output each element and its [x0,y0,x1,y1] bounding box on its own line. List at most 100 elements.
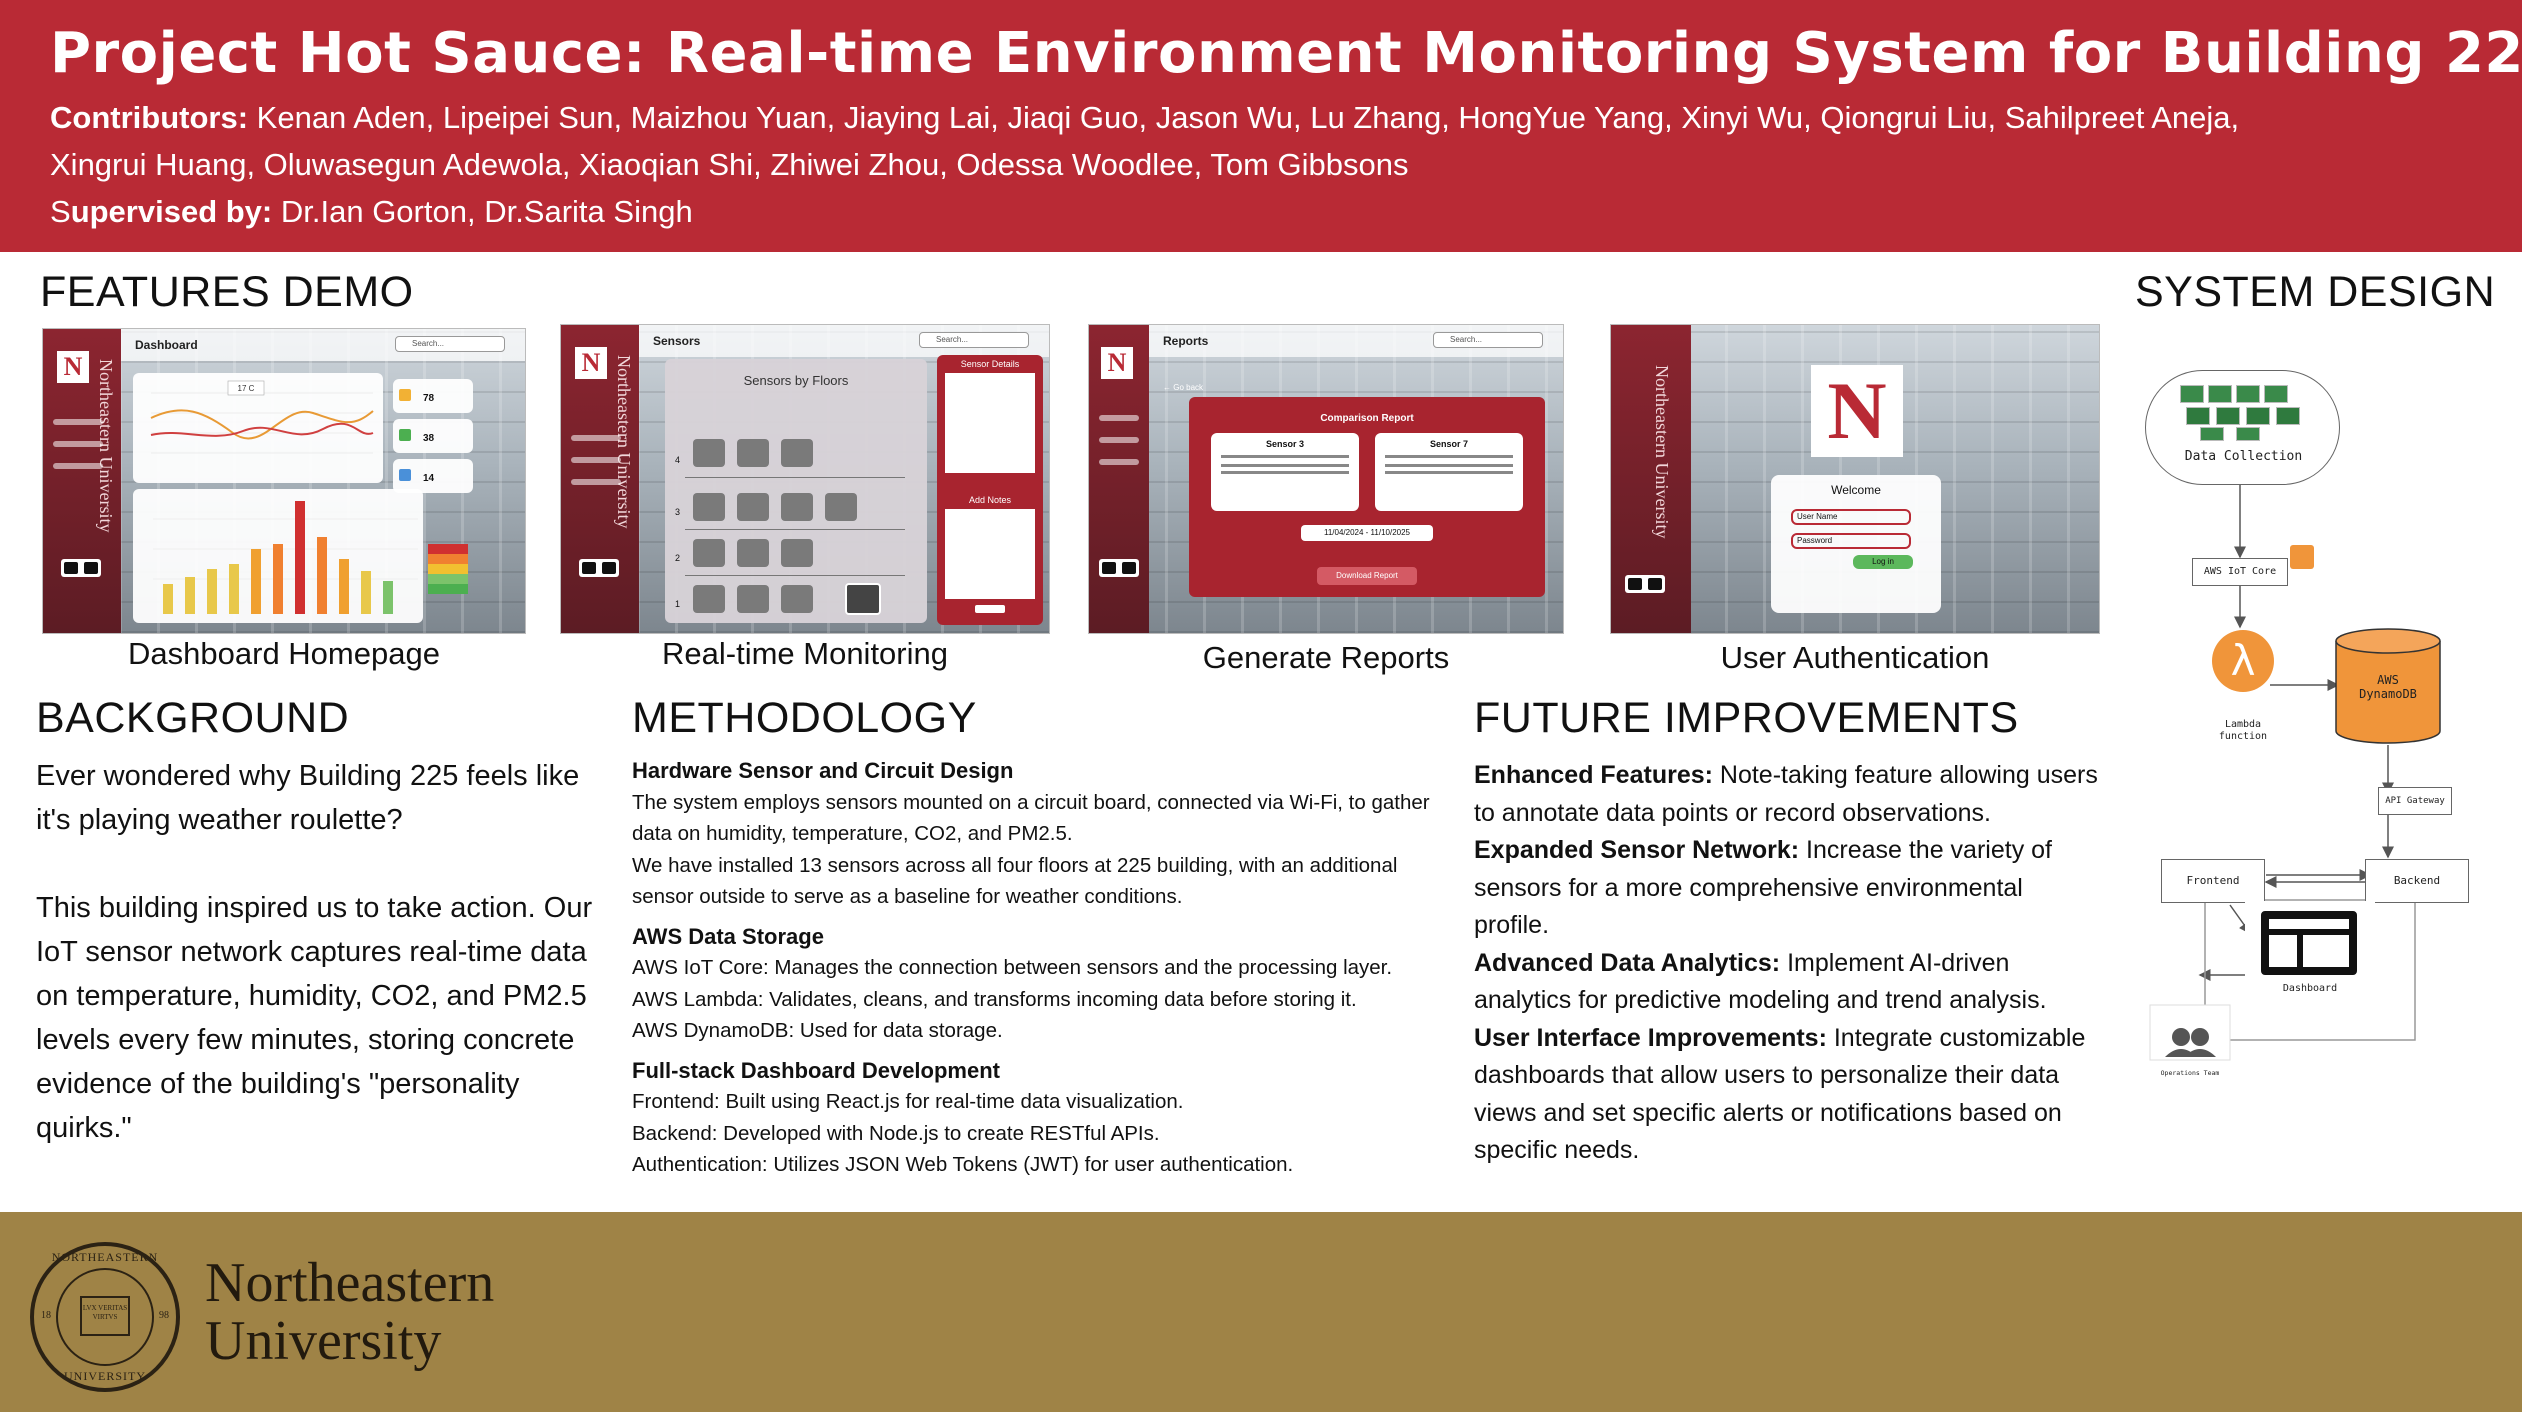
back-label: Go back [1173,383,1204,392]
add-notes-title: Add Notes [968,495,1012,505]
operations-team-label: Operations Team [2160,1069,2220,1077]
sensor-tile[interactable] [737,493,769,521]
background-text: Ever wondered why Building 225 feels lik… [36,754,596,1150]
api-gateway-box: API Gateway [2378,787,2452,815]
contributors-line-2: Xingrui Huang, Oluwasegun Adewola, Xiaoq… [50,147,1409,182]
sensor-b-title: Sensor 7 [1429,439,1469,449]
sensor-a-card: Sensor 3 [1211,433,1359,511]
theme-toggle-icon [1625,575,1665,593]
password-input[interactable]: Password [1791,533,1911,549]
background-heading: BACKGROUND [36,694,350,742]
stat-value-3: 14 [423,473,435,484]
sensor-b-card: Sensor 7 [1375,433,1523,511]
sensor-boards-icon [2180,385,2308,443]
university-name-line-2: University [205,1310,442,1372]
app-topbar: Sensors Search... [639,325,1049,357]
future-item-3-text: Implement AI-driven analytics for predic… [1474,948,2047,1015]
floor-label-4: 4 [675,455,681,465]
caption-dashboard: Dashboard Homepage [128,636,440,671]
methodology-aws-iot: AWS IoT Core: Manages the connection bet… [632,956,1393,979]
caption-reports: Generate Reports [1202,640,1450,675]
sensors-panel-title: Sensors by Floors [743,373,849,388]
sensor-tile-selected[interactable] [845,583,881,615]
search-input[interactable]: Search... [1433,332,1543,348]
methodology-aws-lambda: AWS Lambda: Validates, cleans, and trans… [632,987,1357,1011]
lambda-label-1: Lambda [2224,719,2262,730]
login-button[interactable]: Log in [1853,555,1913,569]
northeastern-logo-icon: N [575,347,607,379]
date-range-picker[interactable]: 11/04/2024 - 11/10/2025 [1301,525,1433,541]
notes-textarea[interactable] [945,509,1035,599]
supervised-label: upervised by: [70,194,273,229]
methodology-backend: Backend: Developed with Node.js to creat… [632,1121,1160,1145]
supervisors-line: Supervised by: Dr.Ian Gorton, Dr.Sarita … [50,188,2472,235]
future-heading: FUTURE IMPROVEMENTS [1474,694,2019,742]
aqi-legend [428,544,518,604]
lambda-label-2: function [2218,731,2268,742]
future-item-2-text: Increase the variety of sensors for a mo… [1474,836,2052,939]
report-title: Comparison Report [1320,413,1414,424]
bar-chart-graphic [153,501,418,614]
save-note-button[interactable] [975,605,1005,613]
sensor-tile[interactable] [781,585,813,613]
system-design-connectors [2149,480,2416,1061]
methodology-aws-dynamodb: AWS DynamoDB: Used for data storage. [632,1019,1003,1042]
seal-year-left: 18 [41,1310,51,1321]
system-design-heading: SYSTEM DESIGN [2135,268,2496,316]
download-report-button[interactable]: Download Report [1317,567,1417,585]
welcome-text: Welcome [1831,483,1881,497]
data-collection-label: Data Collection [2184,449,2303,464]
screen-title: Dashboard [135,338,198,352]
stat-card-2: 38 [393,419,473,453]
seal-top-text: NORTHEASTERN [51,1250,159,1264]
sensor-tile[interactable] [693,585,725,613]
sensor-tile[interactable] [781,493,813,521]
stat-value-2: 38 [423,433,435,444]
dynamodb-label-1: AWS [2377,673,2399,687]
features-heading: FEATURES DEMO [40,268,414,316]
caption-monitoring: Real-time Monitoring [662,636,948,671]
app-topbar: Dashboard Search... [121,329,525,361]
sensor-tile[interactable] [693,539,725,567]
back-link[interactable]: ← Go back [1163,383,1204,392]
university-name-line-1: Northeastern [205,1252,495,1314]
bar-chart-panel [133,489,423,623]
sensor-tile[interactable] [781,539,813,567]
sensor-tile[interactable] [693,493,725,521]
caption-auth: User Authentication [1720,640,1990,675]
floor-label-3: 3 [675,507,681,517]
sensors-by-floors-panel: Sensors by Floors 4 3 2 1 [665,359,927,623]
dynamodb-label-2: DynamoDB [2359,687,2417,701]
login-screenshot: Northeastern University N Welcome User N… [1610,324,2100,634]
theme-toggle-icon [1099,559,1139,577]
floor-label-2: 2 [675,553,681,563]
future-item-4: User Interface Improvements: Integrate c… [1474,1020,2104,1170]
sensor-tile[interactable] [737,439,769,467]
methodology-hardware-p1: The system employs sensors mounted on a … [632,790,1430,846]
methodology-hardware-title: Hardware Sensor and Circuit Design [632,758,1014,783]
sensor-tile[interactable] [737,585,769,613]
comparison-report-panel: ← Go back Comparison Report Sensor 3 Sen… [1163,383,1545,597]
sensor-tile[interactable] [693,439,725,467]
future-text: Enhanced Features: Note-taking feature a… [1474,757,2104,1170]
app-sidebar: N Northeastern University [43,329,121,633]
sensor-tile[interactable] [825,493,857,521]
theme-toggle-icon [61,559,101,577]
sidebar-brand-text: Northeastern University [96,359,116,533]
screen-title: Sensors [653,334,701,348]
sensor-a-title: Sensor 3 [1265,439,1305,449]
sensor-tile[interactable] [781,439,813,467]
contributors-label: Contributors: [50,100,249,135]
line-chart-panel: 17 C [133,373,383,483]
app-sidebar: N [1089,325,1149,633]
poster-footer: NORTHEASTERN LVX VERITAS VIRTVS 18 98 UN… [0,1212,2522,1412]
poster-header: Project Hot Sauce: Real-time Environment… [0,0,2522,252]
future-item-4-label: User Interface Improvements: [1474,1023,1827,1052]
search-input[interactable]: Search... [919,332,1029,348]
search-input[interactable]: Search... [395,336,505,352]
login-card: Welcome User Name Password Log in [1771,475,1941,613]
username-input[interactable]: User Name [1791,509,1911,525]
sensor-tile[interactable] [737,539,769,567]
